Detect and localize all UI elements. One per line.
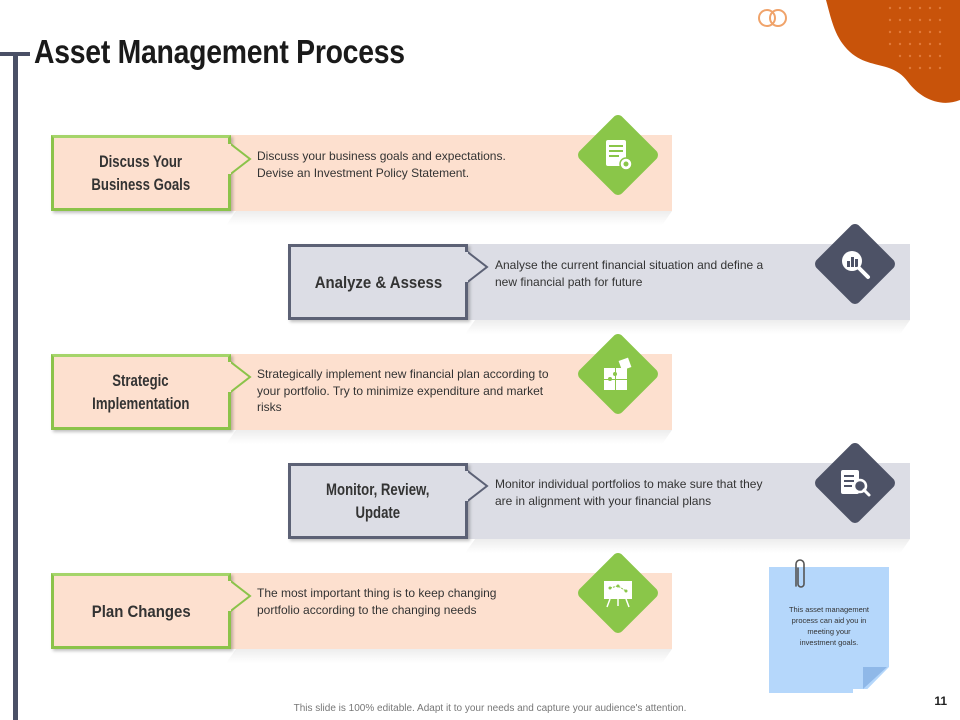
left-accent-bar xyxy=(13,52,18,720)
description-line: Monitor individual portfolios to make su… xyxy=(495,477,763,491)
step-description-monitor: Monitor individual portfolios to make su… xyxy=(495,476,795,509)
document-search-icon xyxy=(841,470,871,497)
description-line: The most important thing is to keep chan… xyxy=(257,586,497,600)
step-title-line: Analyze & Assess xyxy=(314,272,442,292)
strip-shadow xyxy=(226,211,673,225)
step-label-analyze: Analyze & Assess xyxy=(288,244,468,320)
sticky-note-fold xyxy=(863,667,887,689)
step-title-line: Strategic xyxy=(112,371,170,390)
strip-shadow xyxy=(465,320,910,334)
sticky-note-text: This asset management process can aid yo… xyxy=(781,604,877,648)
note-line: meeting your xyxy=(807,627,851,636)
step-label-monitor: Monitor, Review, Update xyxy=(288,463,468,539)
document-target-icon xyxy=(606,140,633,171)
note-line: This asset management xyxy=(788,605,870,614)
label-pointer xyxy=(228,360,252,394)
description-line: portfolio according to the changing need… xyxy=(257,602,477,617)
strip-shadow xyxy=(226,430,673,444)
magnify-chart-icon xyxy=(842,251,870,279)
strip-shadow xyxy=(465,539,910,553)
page-number: 11 xyxy=(934,694,947,708)
description-line: are in alignment with your financial pla… xyxy=(495,493,712,508)
step-title-line: Discuss Your xyxy=(99,152,183,171)
step-label-plan: Plan Changes xyxy=(51,573,231,649)
description-line: your portfolio. Try to minimize expendit… xyxy=(257,383,544,398)
strip-shadow xyxy=(226,649,673,663)
note-line: process can aid you in xyxy=(791,616,867,625)
step-description-strategic: Strategically implement new financial pl… xyxy=(257,366,569,416)
label-pointer xyxy=(465,250,489,284)
whiteboard-plan-icon xyxy=(604,581,632,608)
step-title-line: Update xyxy=(355,503,401,522)
step-description-discuss: Discuss your business goals and expectat… xyxy=(257,148,557,181)
step-description-analyze: Analyse the current financial situation … xyxy=(495,257,795,290)
note-line: investment goals. xyxy=(799,638,859,647)
description-line: new financial path for future xyxy=(495,274,643,289)
step-description-plan: The most important thing is to keep chan… xyxy=(257,585,557,618)
label-pointer xyxy=(228,579,252,613)
slide-title: Asset Management Process xyxy=(34,33,405,70)
puzzle-icon xyxy=(604,357,632,390)
description-line: Strategically implement new financial pl… xyxy=(257,367,549,381)
step-title-line: Business Goals xyxy=(91,175,191,194)
step-title-line: Implementation xyxy=(92,394,190,413)
step-title-line: Plan Changes xyxy=(91,601,191,621)
step-title-line: Monitor, Review, xyxy=(326,480,430,499)
sticky-note-base xyxy=(769,689,853,693)
description-line: Discuss your business goals and expectat… xyxy=(257,149,506,163)
label-pointer xyxy=(228,142,252,176)
description-line: risks xyxy=(257,400,282,414)
description-line: Devise an Investment Policy Statement. xyxy=(257,165,470,180)
title-accent-tick xyxy=(0,52,30,56)
slide-footer: This slide is 100% editable. Adapt it to… xyxy=(293,703,687,714)
description-line: Analyse the current financial situation … xyxy=(495,258,764,272)
corner-blob-decoration xyxy=(740,0,960,103)
paperclip-icon xyxy=(795,559,805,588)
label-pointer xyxy=(465,469,489,503)
